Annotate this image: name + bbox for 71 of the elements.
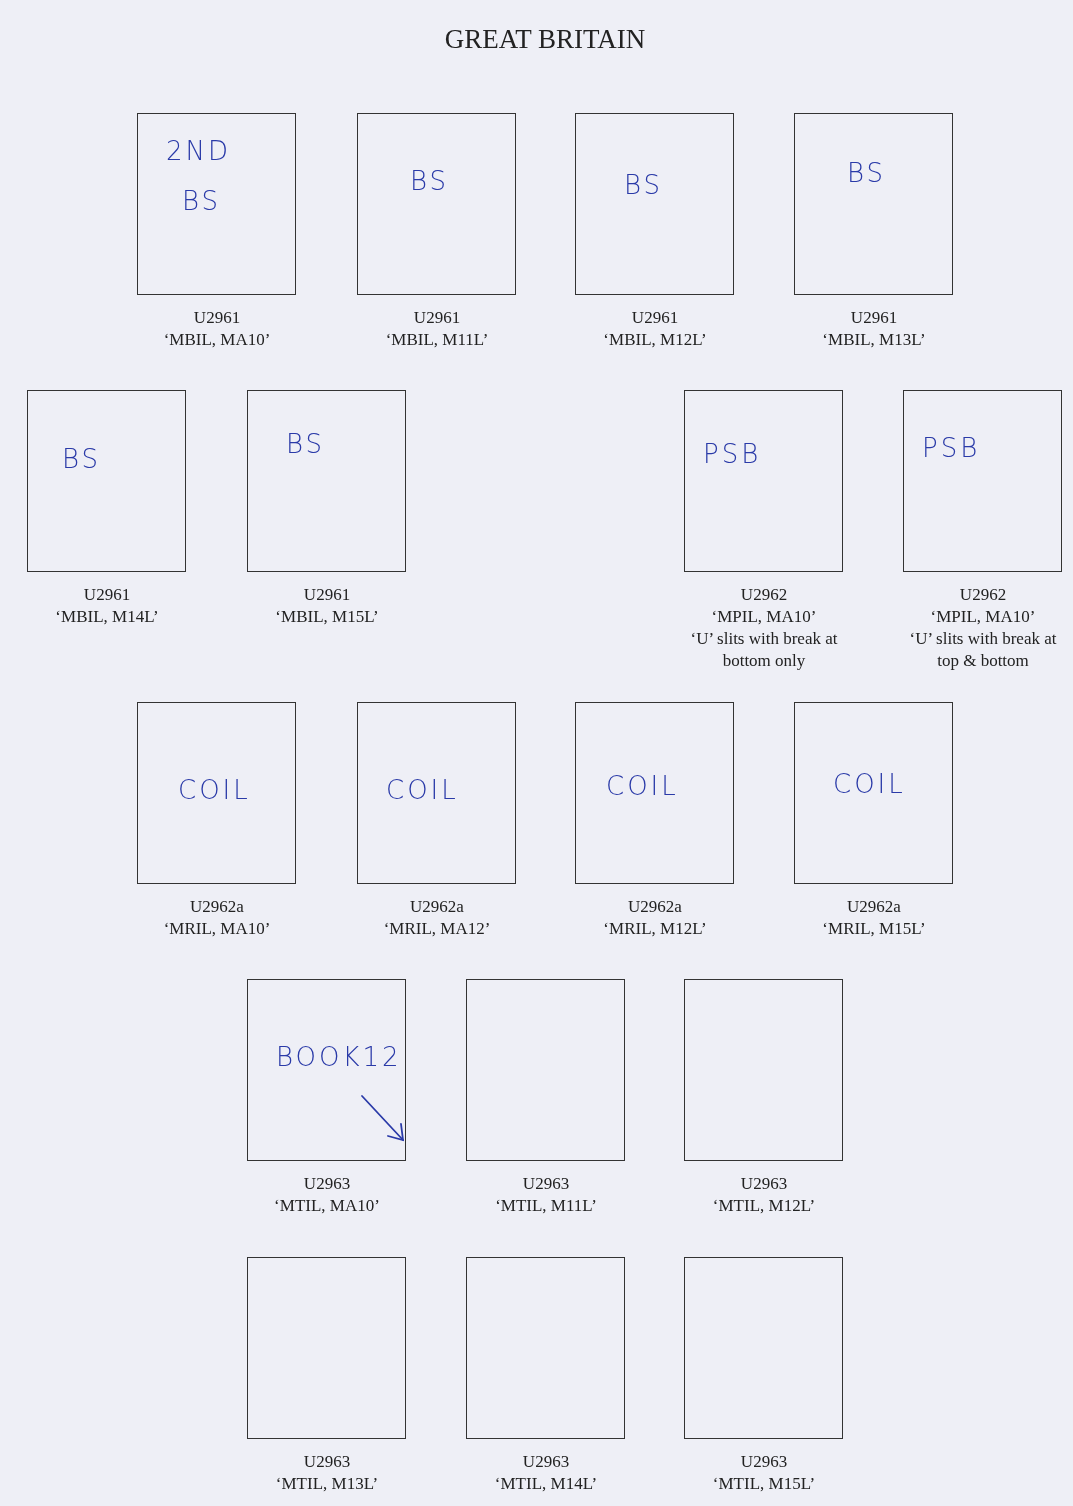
- stamp-mount-box: [357, 113, 516, 295]
- stamp-mount-box: [357, 702, 516, 884]
- handwritten-note: BS: [62, 444, 102, 474]
- handwritten-note: BS: [624, 170, 664, 200]
- handwritten-note: BS: [847, 158, 887, 188]
- stamp-caption: ‘MTIL, MA10’: [273, 1195, 381, 1217]
- stamp-mount-box: [27, 390, 186, 572]
- stamp-caption: ‘MBIL, MA10’: [162, 329, 272, 351]
- stamp-caption: U2963: [302, 1173, 352, 1195]
- stamp-mount-box: [575, 702, 734, 884]
- stamp-caption: U2962a: [627, 896, 683, 918]
- stamp-caption: ‘MRIL, MA12’: [382, 918, 492, 940]
- stamp-caption: ‘MRIL, MA10’: [162, 918, 272, 940]
- handwritten-note: BS: [286, 429, 326, 459]
- stamp-mount-box: [684, 979, 843, 1161]
- stamp-caption: U2961: [412, 307, 462, 329]
- stamp-caption: U2963: [302, 1451, 352, 1473]
- handwritten-note: COIL: [606, 771, 679, 801]
- stamp-caption: U2962: [958, 584, 1008, 606]
- stamp-caption: ‘MRIL, M12L’: [602, 918, 708, 940]
- stamp-mount-box: [137, 113, 296, 295]
- handwritten-note: COIL: [833, 769, 906, 799]
- stamp-caption: ‘MTIL, M15L’: [711, 1473, 817, 1495]
- stamp-caption: ‘MTIL, M11L’: [494, 1195, 598, 1217]
- stamp-caption: U2961: [630, 307, 680, 329]
- stamp-caption: ‘U’ slits with break at top & bottom: [908, 628, 1058, 672]
- stamp-caption: U2961: [82, 584, 132, 606]
- stamp-mount-box: [684, 390, 843, 572]
- stamp-mount-box: [247, 1257, 406, 1439]
- stamp-caption: U2963: [739, 1451, 789, 1473]
- stamp-caption: ‘MTIL, M14L’: [493, 1473, 599, 1495]
- stamp-mount-box: [137, 702, 296, 884]
- handwritten-note: COIL: [386, 775, 459, 805]
- stamp-caption: ‘MTIL, M13L’: [274, 1473, 380, 1495]
- stamp-caption: U2962a: [189, 896, 245, 918]
- handwritten-note: BS: [410, 166, 450, 196]
- handwritten-note: COIL: [178, 775, 251, 805]
- handwritten-note: PSB: [703, 439, 762, 469]
- stamp-mount-box: [684, 1257, 843, 1439]
- stamp-caption: ‘MPIL, MA10’: [929, 606, 1037, 628]
- stamp-mount-box: [466, 979, 625, 1161]
- stamp-caption: U2962a: [846, 896, 902, 918]
- stamp-caption: U2963: [739, 1173, 789, 1195]
- stamp-caption: ‘MBIL, M12L’: [602, 329, 708, 351]
- stamp-caption: ‘MRIL, M15L’: [821, 918, 927, 940]
- stamp-mount-box: [247, 390, 406, 572]
- stamp-caption: U2963: [521, 1451, 571, 1473]
- handwritten-note: PSB: [922, 433, 981, 463]
- stamp-caption: U2961: [849, 307, 899, 329]
- stamp-caption: U2962: [739, 584, 789, 606]
- stamp-caption: U2961: [302, 584, 352, 606]
- stamp-mount-box: [794, 113, 953, 295]
- stamp-caption: ‘MBIL, M13L’: [821, 329, 927, 351]
- stamp-mount-box: [575, 113, 734, 295]
- stamp-mount-box: [247, 979, 406, 1161]
- stamp-caption: ‘MBIL, M15L’: [274, 606, 380, 628]
- handwritten-note: 2ND: [166, 136, 231, 166]
- handwritten-note: BOOK12: [276, 1042, 402, 1072]
- stamp-caption: ‘MBIL, M14L’: [54, 606, 160, 628]
- stamp-mount-box: [903, 390, 1062, 572]
- stamp-caption: U2963: [521, 1173, 571, 1195]
- stamp-mount-box: [794, 702, 953, 884]
- page-title: GREAT BRITAIN: [443, 24, 647, 55]
- stamp-mount-box: [466, 1257, 625, 1439]
- stamp-caption: U2962a: [409, 896, 465, 918]
- stamp-caption: ‘MPIL, MA10’: [710, 606, 818, 628]
- stamp-caption: ‘MBIL, M11L’: [384, 329, 490, 351]
- stamp-caption: U2961: [192, 307, 242, 329]
- stamp-caption: ‘MTIL, M12L’: [711, 1195, 817, 1217]
- stamp-caption: ‘U’ slits with break at bottom only: [689, 628, 839, 672]
- handwritten-note: BS: [182, 186, 222, 216]
